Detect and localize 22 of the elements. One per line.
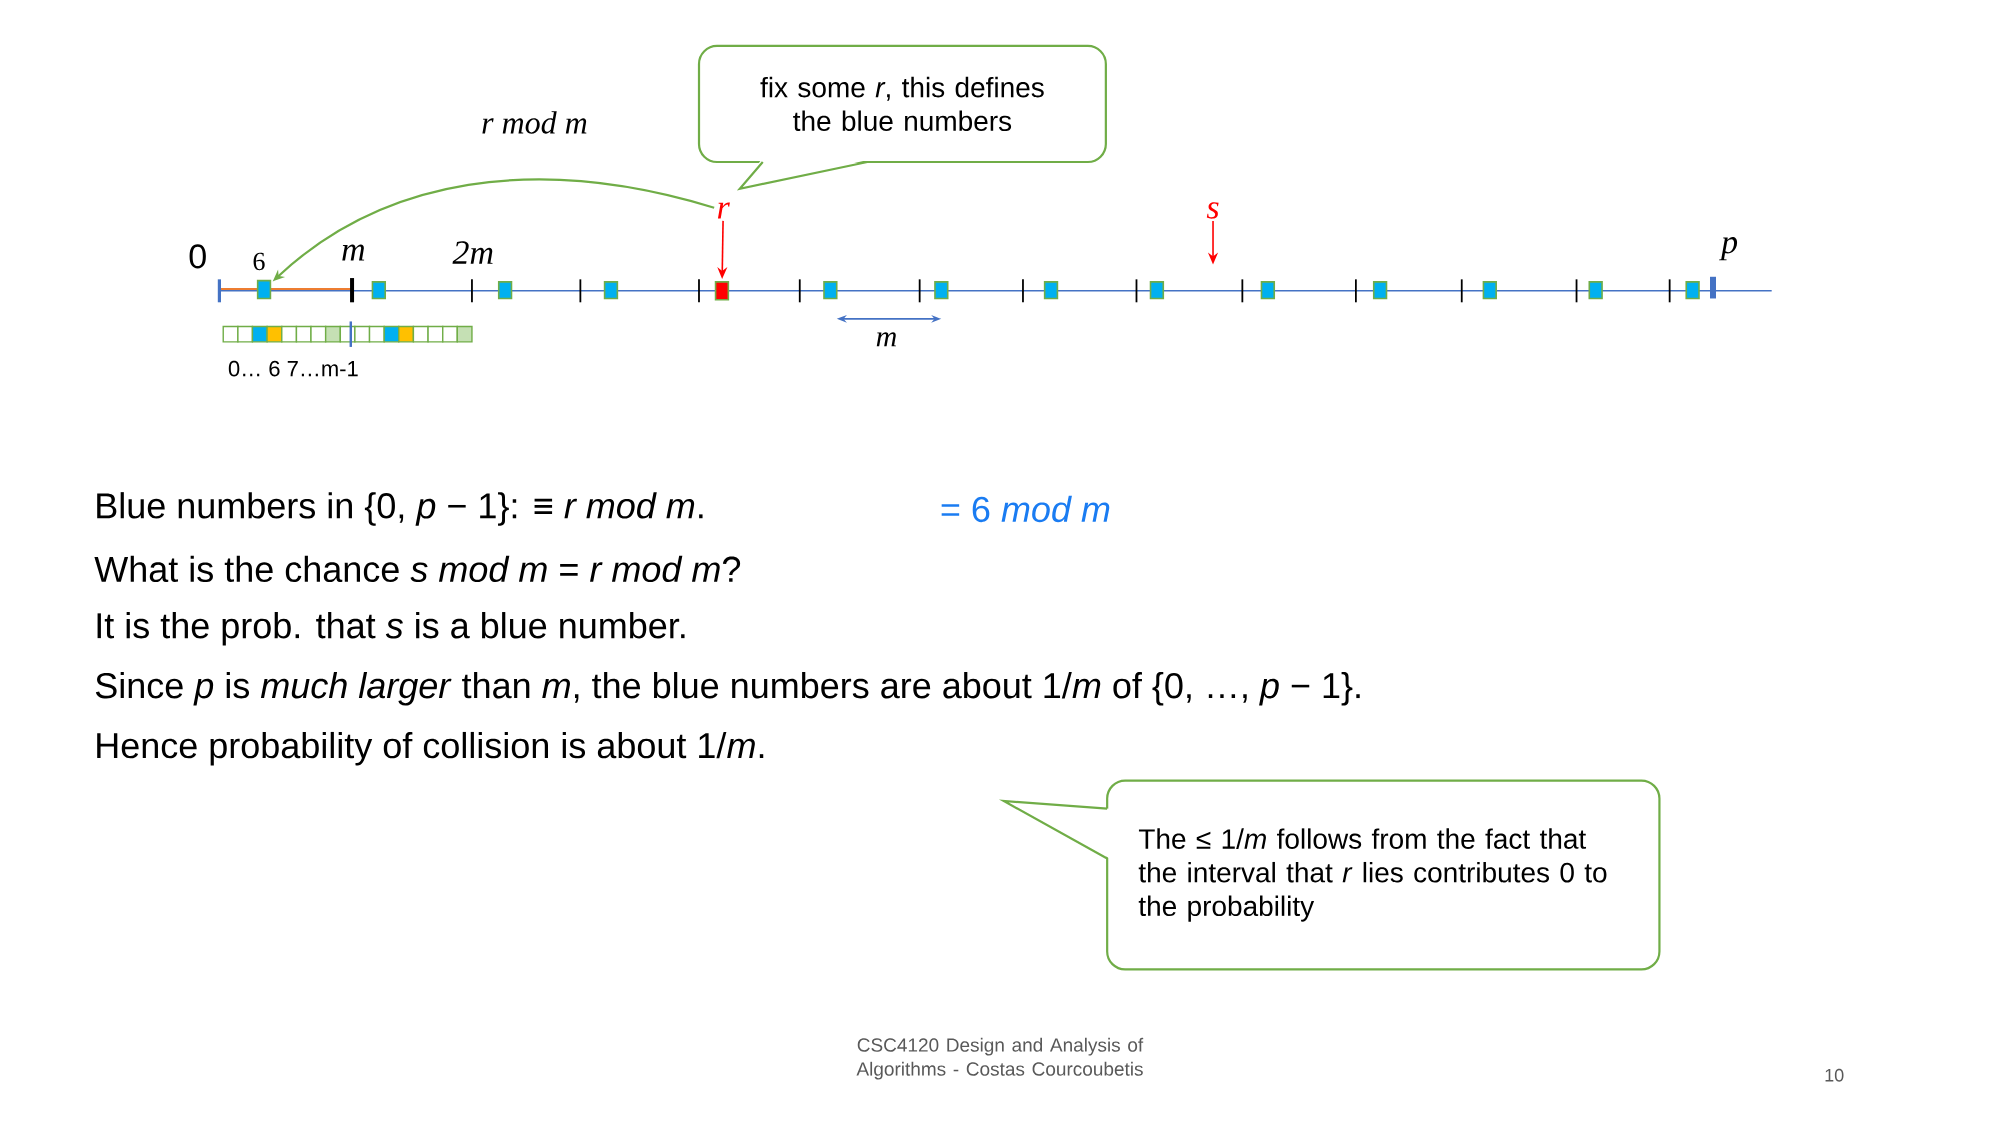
marker-square (256, 279, 272, 300)
formula-text: = 6 mod m (941, 495, 1110, 523)
marker-label: s (1206, 202, 1219, 219)
range-label: 0… 6 7…m-1 (228, 360, 358, 377)
speech-bubble: fix some r, this defines the blue numbers (697, 44, 1107, 191)
page-number: 10 (1825, 1068, 1844, 1082)
text-line: What is the chance s mod m = r mod m? (94, 555, 741, 583)
text-line: It is the prob. that s is a blue number. (97, 612, 685, 646)
edge-label: r mod m (479, 109, 590, 136)
speech-bubble: The ≤ 1/m follows from the fact that the interval that r lies contributes 0 to the probability (998, 779, 1661, 971)
axis-label: 2m (452, 241, 493, 264)
text-line: Since p is much larger than m, the blue numbers are about 1/m of {0, …, p − 1}. (95, 672, 1360, 706)
number-label: 6 (253, 252, 265, 271)
axis-label: p (1719, 237, 1738, 261)
dimension-label: m (876, 332, 897, 347)
footer-text: CSC4120 Design and Analysis of Algorithms - Costas Courcoubetis (856, 1037, 1144, 1080)
axis-label: m (342, 244, 365, 261)
text-line: Hence probability of collision is about 1/m. (97, 731, 764, 766)
marker-square (714, 281, 730, 301)
axis-label: 0 (189, 244, 206, 269)
text-line: Blue numbers in {0, p − 1}: ≡ r mod m. (97, 492, 703, 526)
marker-label: r (717, 202, 730, 219)
